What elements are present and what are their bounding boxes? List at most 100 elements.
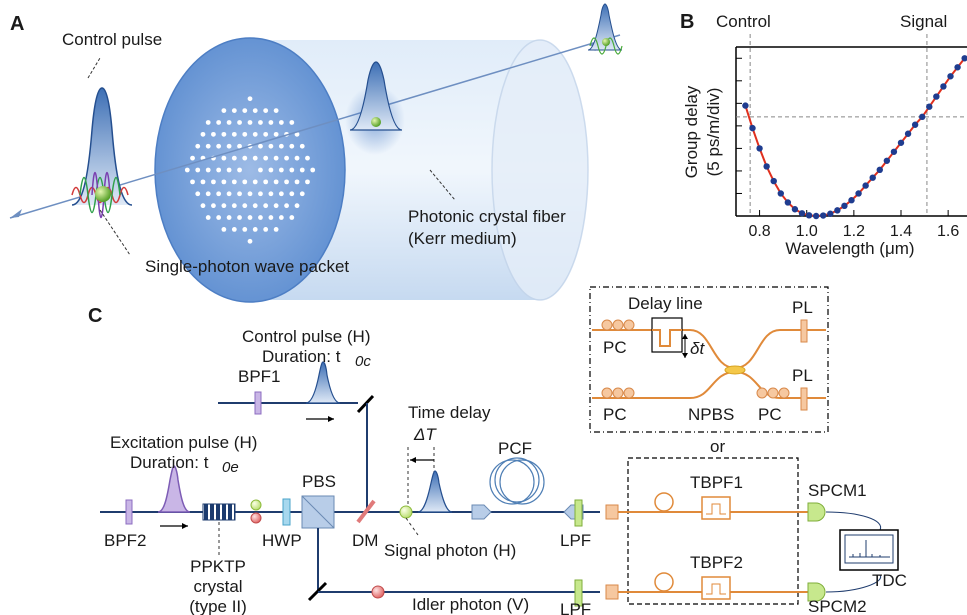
crystal-hole xyxy=(247,215,253,220)
label-ppktp-3: (type II) xyxy=(189,597,247,615)
pl-top xyxy=(800,319,808,343)
crystal-hole xyxy=(211,131,216,137)
crystal-hole xyxy=(258,215,263,220)
crystal-hole xyxy=(273,131,279,137)
crystal-hole xyxy=(278,191,284,197)
excitation-pulse-shape xyxy=(157,465,191,513)
crystal-hole xyxy=(200,203,206,209)
crystal-hole xyxy=(226,120,232,125)
label-bpf1: BPF1 xyxy=(238,367,281,386)
crystal-hole xyxy=(294,131,300,137)
crystal-hole xyxy=(258,191,263,197)
crystal-hole xyxy=(195,143,201,149)
inset-label-pc-top: PC xyxy=(603,338,627,357)
delay-adjust-arrowheads xyxy=(682,334,688,358)
label-ppktp-2: crystal xyxy=(193,577,242,596)
crystal-hole xyxy=(231,155,237,161)
crystal-hole xyxy=(247,191,253,197)
crystal-hole xyxy=(242,203,248,209)
control-pulse-shape xyxy=(305,361,341,404)
ylabel-line2: (5 ps/m/div) xyxy=(704,88,723,177)
label-fiber-line2: (Kerr medium) xyxy=(408,229,517,248)
lpf-bottom xyxy=(574,579,583,607)
crystal-hole xyxy=(252,155,258,161)
data-point xyxy=(883,157,891,164)
leader-fiber xyxy=(429,169,456,201)
spcm2-detector xyxy=(807,582,826,602)
label-signal-photon: Signal photon (H) xyxy=(384,541,516,560)
data-point xyxy=(947,73,954,80)
tbpf2-box xyxy=(701,576,731,600)
bpf1-filter xyxy=(254,391,262,415)
data-point xyxy=(798,210,806,217)
fiber-coupler-bottom xyxy=(605,584,619,600)
fiber-cylinder xyxy=(154,37,589,303)
inset-label-pl-top: PL xyxy=(792,298,813,317)
crystal-hole xyxy=(268,215,274,220)
crystal-hole xyxy=(289,215,295,220)
data-point xyxy=(791,206,799,213)
crystal-hole xyxy=(289,120,295,125)
crystal-hole xyxy=(211,203,216,209)
crystal-hole xyxy=(242,155,248,161)
pbs-diagonal xyxy=(301,495,335,529)
data-point xyxy=(954,64,961,71)
crystal-hole xyxy=(221,203,227,209)
hwp-plate xyxy=(282,498,291,526)
crystal-hole xyxy=(216,191,222,197)
inset-label-pl-bottom: PL xyxy=(792,366,813,385)
crystal-hole xyxy=(231,179,237,185)
crystal-hole xyxy=(252,131,258,137)
lpf-top xyxy=(574,499,583,527)
spcm1-detector xyxy=(807,502,826,522)
label-excitation-2: Duration: t xyxy=(130,453,209,472)
mirror-top xyxy=(356,394,375,414)
delay-arrowhead xyxy=(410,457,416,463)
crystal-hole xyxy=(263,155,269,161)
crystal-hole xyxy=(294,203,300,209)
label-hwp: HWP xyxy=(262,531,302,550)
crystal-hole xyxy=(211,179,216,185)
control-pulse-middle xyxy=(349,61,403,131)
label-delta-t: ΔT xyxy=(413,425,437,444)
data-point xyxy=(841,202,848,210)
crystal-hole xyxy=(226,215,232,220)
detection-box xyxy=(627,457,799,605)
tbpf1-box xyxy=(701,496,731,520)
data-point xyxy=(890,148,898,155)
cable-bottom xyxy=(825,574,882,593)
crystal-hole xyxy=(273,227,279,232)
label-bpf2: BPF2 xyxy=(104,531,147,550)
fiber-coupler-top xyxy=(605,504,619,520)
label-excitation-sub: 0e xyxy=(222,459,239,476)
crystal-hole xyxy=(184,167,190,173)
data-point xyxy=(756,145,763,152)
pc-paddles-top xyxy=(601,319,635,331)
delay-line-fiber xyxy=(652,329,682,347)
crystal-hole xyxy=(268,120,274,125)
photon-middle xyxy=(371,117,381,127)
label-control-pulse-c1: Control pulse (H) xyxy=(242,327,371,346)
pc-paddles-bottom-left xyxy=(601,387,635,399)
crystal-hole xyxy=(284,179,289,185)
label-control-sub: 0c xyxy=(355,353,371,370)
crystal-hole xyxy=(278,167,284,173)
crystal-hole xyxy=(273,179,279,185)
crystal-hole xyxy=(247,96,253,102)
panel-c-letter: C xyxy=(88,305,102,327)
label-dm: DM xyxy=(352,531,378,550)
crystal-hole xyxy=(263,179,269,185)
crystal-hole xyxy=(200,131,206,137)
label-idler-photon: Idler photon (V) xyxy=(412,595,529,614)
crystal-hole xyxy=(226,191,232,197)
label-control-pulse: Control pulse xyxy=(62,30,162,49)
crystal-hole xyxy=(205,167,211,173)
data-point xyxy=(862,182,869,189)
label-ppktp-1: PPKTP xyxy=(190,557,246,576)
crystal-hole xyxy=(263,203,269,209)
crystal-hole xyxy=(258,167,263,173)
tdc-histogram xyxy=(849,540,890,558)
label-excitation-1: Excitation pulse (H) xyxy=(110,433,257,452)
inset-label-pc-bottom-right: PC xyxy=(758,405,782,424)
